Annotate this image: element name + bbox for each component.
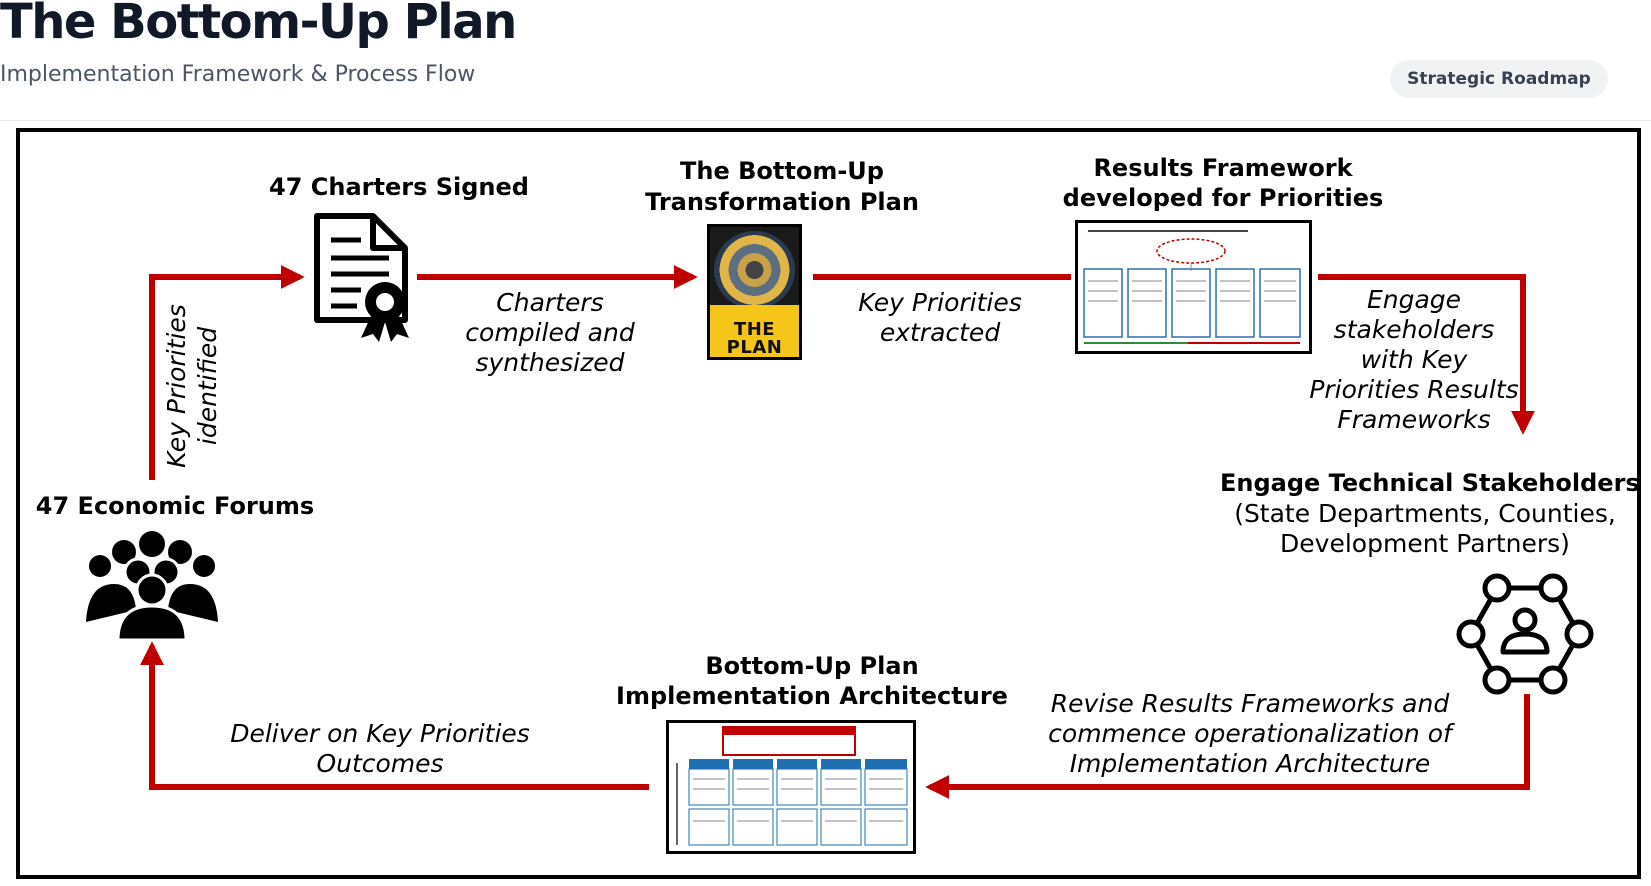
page-subtitle: Implementation Framework & Process Flow	[0, 62, 476, 87]
plan-cover-thumbnail[interactable]: THE PLAN	[707, 224, 802, 360]
arrow-forums-to-charters	[149, 265, 305, 480]
process-flow-frame	[16, 128, 1641, 879]
edge-deliver-outcomes-line1: Deliver on Key Priorities	[230, 719, 530, 748]
people-group-icon	[86, 531, 218, 640]
edge-engage-stakeholders-line1: Engage	[1366, 285, 1462, 314]
plan-label-line1: The Bottom-Up	[680, 157, 884, 185]
technical-detail-line2: Development Partners)	[1280, 529, 1570, 558]
results-label-line2: developed for Priorities	[1062, 184, 1384, 212]
results-label-line1: Results Framework	[1093, 154, 1353, 182]
header-divider	[0, 120, 1651, 121]
plan-cover-text: THE PLAN	[726, 319, 783, 358]
edge-key-priorities-extracted-line2: extracted	[879, 318, 1001, 347]
architecture-preview	[676, 726, 908, 846]
architecture-thumbnail[interactable]	[666, 720, 916, 854]
results-framework-preview	[1083, 230, 1301, 344]
edge-engage-stakeholders-line4: Priorities Results	[1309, 375, 1519, 404]
edge-revise-frameworks-line2: commence operationalization of	[1048, 719, 1452, 748]
arrow-technical-to-architecture	[925, 694, 1530, 799]
stakeholder-network-icon	[1456, 573, 1594, 695]
certificate-document-icon	[314, 213, 409, 342]
plan-label-line2: Transformation Plan	[645, 188, 919, 216]
results-framework-thumbnail[interactable]	[1075, 220, 1312, 354]
technical-label: Engage Technical Stakeholders	[1220, 469, 1640, 497]
edge-charters-compiled-line1: Charters	[496, 288, 604, 317]
edge-key-priorities-identified-line2: identified	[193, 326, 222, 446]
architecture-label-line2: Implementation Architecture	[616, 682, 1008, 710]
forums-label: 47 Economic Forums	[35, 492, 315, 520]
plan-cover-band: THE PLAN	[710, 305, 799, 357]
edge-revise-frameworks-line1: Revise Results Frameworks and	[1050, 689, 1450, 718]
edge-key-priorities-extracted-line1: Key Priorities	[858, 288, 1022, 317]
technical-detail-line1: (State Departments, Counties,	[1234, 499, 1616, 528]
architecture-label-line1: Bottom-Up Plan	[705, 652, 919, 680]
strategic-roadmap-badge[interactable]: Strategic Roadmap	[1390, 60, 1608, 98]
edge-key-priorities-identified-line1: Key Priorities	[162, 304, 191, 468]
edge-engage-stakeholders-line3: with Key	[1360, 345, 1468, 374]
edge-engage-stakeholders-line2: stakeholders	[1333, 315, 1495, 344]
arrow-architecture-to-forums	[140, 641, 649, 790]
arrow-results-to-technical	[1318, 274, 1535, 435]
edge-revise-frameworks-line3: Implementation Architecture	[1069, 749, 1431, 778]
edge-deliver-outcomes-line2: Outcomes	[316, 749, 444, 778]
charters-label: 47 Charters Signed	[269, 173, 529, 201]
page-title: The Bottom-Up Plan	[0, 0, 517, 50]
edge-charters-compiled-line3: synthesized	[475, 348, 625, 377]
edge-charters-compiled-line2: compiled and	[465, 318, 635, 347]
edge-engage-stakeholders-line5: Frameworks	[1337, 405, 1491, 434]
edge-key-priorities-identified: Key Priorities identified	[161, 276, 223, 496]
plan-cover-art	[714, 231, 795, 309]
